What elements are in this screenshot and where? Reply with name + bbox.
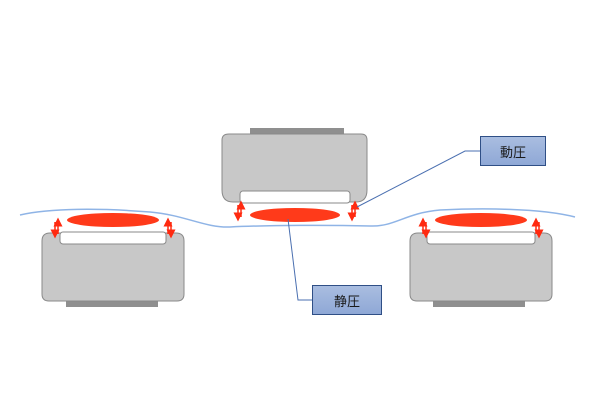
dynamic-pressure-leader-line (356, 150, 480, 208)
right-bearing-block (409, 213, 553, 307)
static-pressure-label: 静圧 (312, 285, 382, 315)
center-bearing-block (221, 128, 368, 222)
right-block-base-plate (433, 300, 525, 307)
center-block-pad (239, 190, 351, 204)
center-block-base-plate (250, 128, 344, 135)
left-block-body (41, 232, 185, 302)
left-pressure-ellipse (67, 213, 159, 227)
left-block-base-plate (66, 300, 158, 307)
guide-surface-line (19, 208, 576, 228)
left-block-pad (59, 231, 167, 245)
left-bearing-block (41, 213, 185, 307)
dynamic-pressure-label: 動圧 (480, 136, 546, 166)
right-block-pad (426, 231, 536, 245)
right-block-body (409, 232, 553, 302)
right-pressure-ellipse (435, 213, 527, 227)
static-pressure-leader-line (287, 218, 312, 301)
center-pressure-ellipse (250, 208, 340, 222)
